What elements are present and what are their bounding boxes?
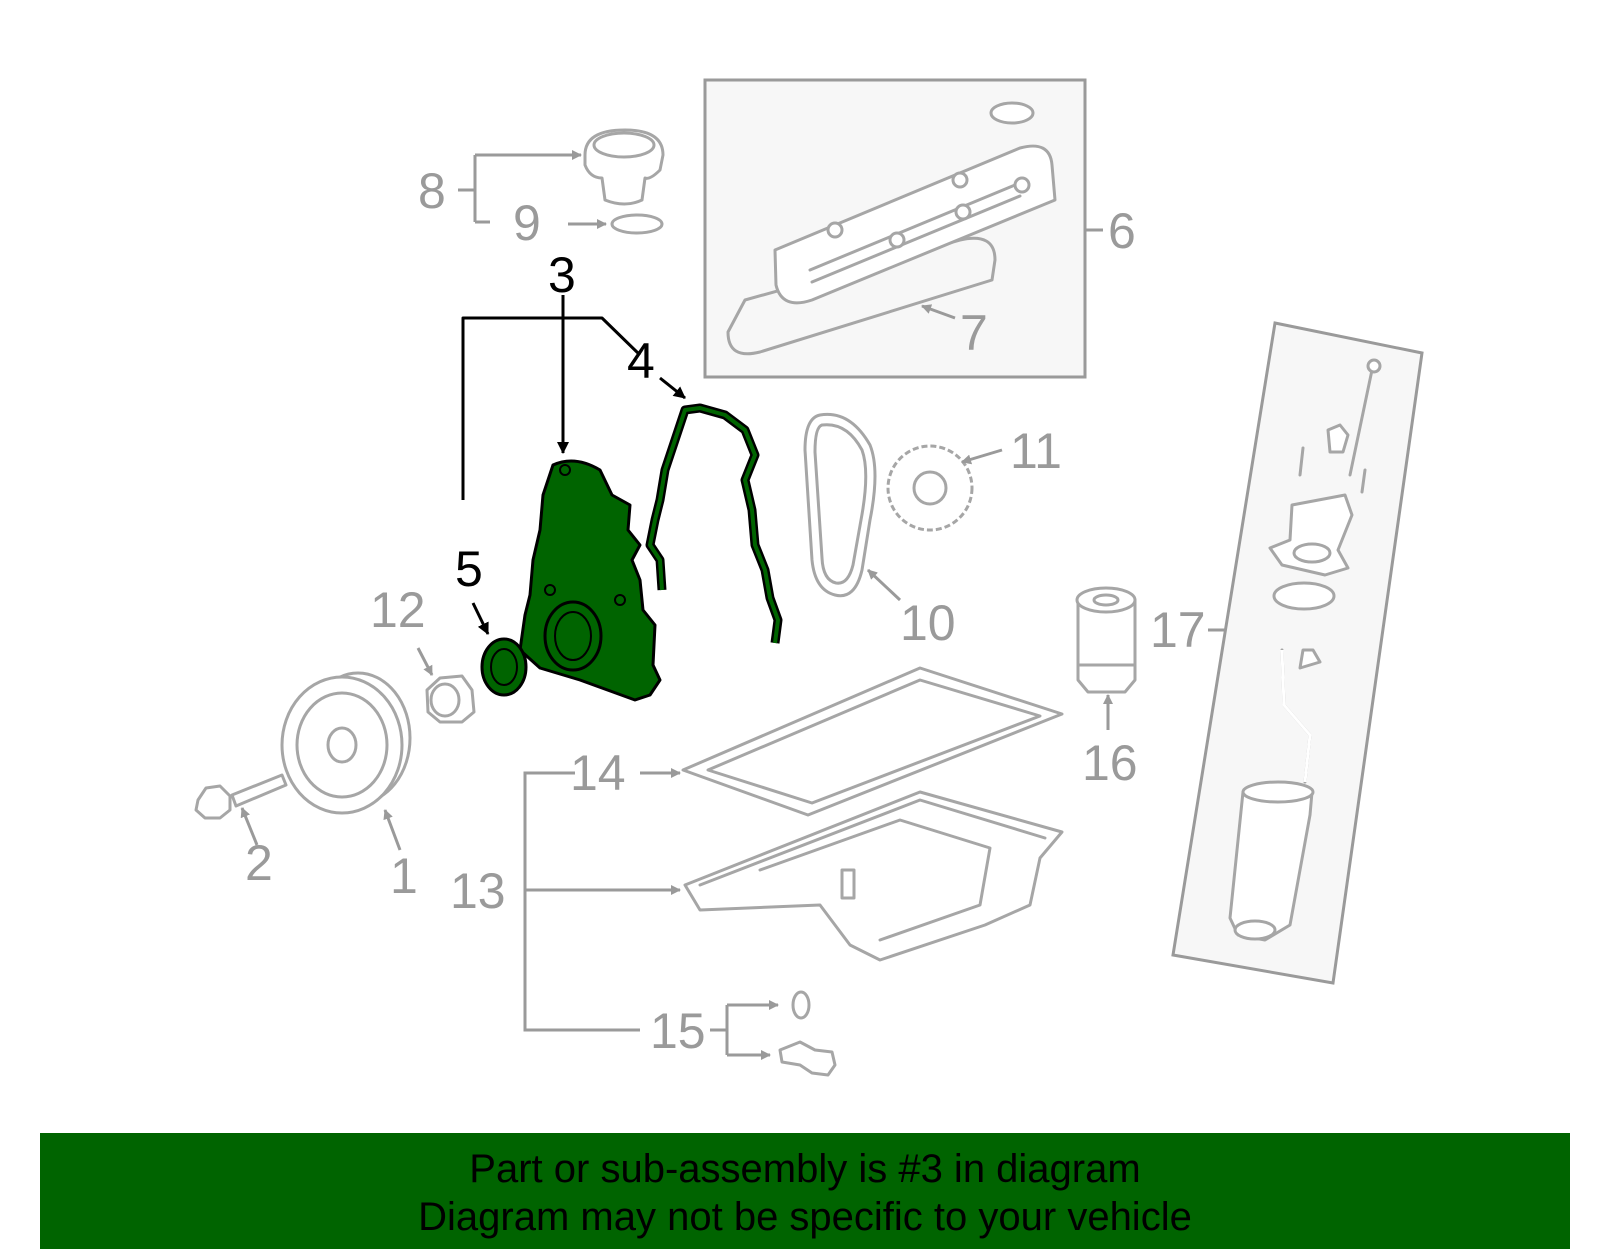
leader-15-bracket bbox=[710, 1005, 729, 1055]
timing-cover-bolt-hole-1 bbox=[559, 464, 571, 476]
crank-front-seal bbox=[480, 637, 528, 697]
timing-cover-group: 3 4 5 bbox=[455, 247, 783, 702]
valve-cover-bolt-5 bbox=[951, 171, 969, 189]
callout-8: 8 bbox=[418, 163, 446, 219]
oil-pan-rim bbox=[698, 798, 1047, 887]
leader-2 bbox=[240, 807, 259, 846]
oil-pan-gasket-inner bbox=[706, 678, 1042, 805]
info-banner: Part or sub-assembly is #3 in diagram Di… bbox=[40, 1133, 1570, 1249]
leader-4 bbox=[659, 376, 686, 400]
oil-cap-group: 8 9 bbox=[418, 128, 665, 251]
leader-13-15-bracket bbox=[523, 771, 640, 1032]
timing-chain-group: 10 11 bbox=[803, 412, 1062, 651]
callout-13: 13 bbox=[450, 863, 506, 919]
callout-16: 16 bbox=[1082, 735, 1138, 791]
banner-line-1: Part or sub-assembly is #3 in diagram bbox=[469, 1147, 1141, 1191]
oil-pickup-clip bbox=[1298, 648, 1322, 670]
callout-10: 10 bbox=[900, 595, 956, 651]
callout-3: 3 bbox=[548, 247, 576, 303]
oil-pan-sump bbox=[758, 818, 992, 942]
balancer-bolt bbox=[230, 773, 288, 808]
callout-14: 14 bbox=[570, 745, 626, 801]
leader-11 bbox=[961, 448, 1003, 465]
oil-pump-o-ring bbox=[1272, 581, 1336, 611]
callout-2: 2 bbox=[245, 835, 273, 891]
callout-17: 17 bbox=[1150, 602, 1206, 658]
valve-cover-bolt-3 bbox=[954, 203, 972, 221]
timing-cover-gasket-inner bbox=[648, 406, 780, 644]
callout-4: 4 bbox=[627, 333, 655, 389]
oil-pickup-screen-bottom bbox=[1233, 919, 1277, 941]
valve-cover-rib bbox=[808, 183, 1022, 284]
oil-cap-seal bbox=[610, 213, 664, 235]
oil-fill-grommet bbox=[989, 101, 1035, 125]
oil-filter bbox=[1076, 598, 1137, 694]
oil-filter-group: 16 bbox=[1075, 586, 1138, 791]
oil-pump-group: 17 bbox=[1150, 321, 1424, 985]
leader-8 bbox=[458, 153, 581, 224]
timing-cover-gasket bbox=[645, 403, 783, 644]
timing-cover-bolt-hole-2 bbox=[614, 594, 626, 606]
callout-1: 1 bbox=[390, 848, 418, 904]
crank-front-seal-inner bbox=[490, 648, 518, 686]
callout-12: 12 bbox=[370, 582, 426, 638]
callout-5: 5 bbox=[455, 541, 483, 597]
leader-7 bbox=[921, 304, 956, 320]
timing-cover-seal-bore-inner bbox=[554, 611, 592, 661]
crank-sprocket-face bbox=[429, 682, 461, 718]
oil-pump-bolt-2 bbox=[1360, 468, 1367, 494]
valve-cover-bolt-1 bbox=[826, 221, 844, 239]
oil-pickup-tube-inner bbox=[1280, 649, 1312, 783]
leader-3-4-5-bracket bbox=[461, 316, 642, 500]
timing-chain-inner bbox=[813, 423, 868, 585]
banner-line-2: Diagram may not be specific to your vehi… bbox=[418, 1195, 1192, 1239]
leader-5 bbox=[471, 602, 490, 635]
oil-pan-gasket bbox=[681, 666, 1064, 817]
callout-15: 15 bbox=[650, 1003, 706, 1059]
cam-gear-hub bbox=[912, 470, 948, 506]
oil-fill-cap-top bbox=[592, 131, 656, 159]
oil-pan-drain-boss bbox=[840, 868, 856, 900]
valve-cover bbox=[773, 144, 1057, 305]
dipstick bbox=[1348, 368, 1374, 477]
oil-pump-frame bbox=[1171, 321, 1424, 985]
oil-filter-port bbox=[1092, 593, 1120, 607]
leader-10 bbox=[866, 568, 902, 602]
callout-11: 11 bbox=[1010, 423, 1062, 479]
callout-9: 9 bbox=[513, 195, 541, 251]
valve-cover-bolt-2 bbox=[888, 231, 906, 249]
valve-cover-bolt-4 bbox=[1013, 176, 1031, 194]
balancer-bolt-head bbox=[194, 784, 232, 820]
drain-plug bbox=[778, 1040, 837, 1077]
valve-cover-group: 6 7 bbox=[703, 78, 1136, 379]
harmonic-balancer-hub bbox=[326, 726, 358, 764]
callout-7: 7 bbox=[960, 305, 988, 361]
leader-12 bbox=[416, 647, 434, 676]
leader-1 bbox=[383, 809, 402, 851]
dipstick-handle bbox=[1366, 358, 1382, 374]
oil-pump-body bbox=[1268, 493, 1354, 577]
valve-cover-gasket bbox=[726, 236, 997, 356]
oil-pan-group: 14 13 15 bbox=[450, 666, 1064, 1077]
oil-pickup-screen-top bbox=[1241, 780, 1315, 804]
timing-chain bbox=[803, 412, 877, 598]
crank-front-group: 12 1 2 bbox=[194, 582, 476, 904]
oil-pump-bolt-1 bbox=[1298, 446, 1305, 477]
oil-pump-body-bore bbox=[1292, 542, 1332, 564]
timing-cover-bolt-hole-3 bbox=[544, 584, 556, 596]
dipstick-tube-plug bbox=[1326, 423, 1350, 454]
callout-6: 6 bbox=[1108, 203, 1136, 259]
drain-plug-washer bbox=[791, 990, 811, 1020]
oil-pan bbox=[683, 790, 1064, 962]
